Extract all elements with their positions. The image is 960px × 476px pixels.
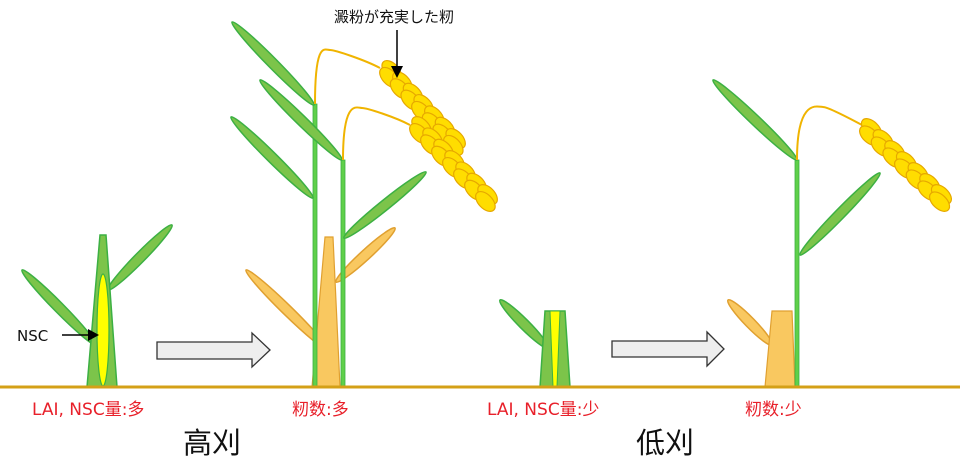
ratoon-stem-1 — [312, 103, 318, 388]
nsc-reserve — [96, 273, 110, 387]
low-cut-stubble-label: LAI, NSC量:少 — [487, 400, 600, 420]
old-leaf-right — [335, 226, 396, 284]
ratoon-leaf — [799, 172, 881, 256]
stubble-leaf-right — [107, 224, 173, 291]
process-arrow-low — [611, 330, 725, 368]
ratoon-stem — [794, 159, 800, 388]
panicle-2-rachis — [342, 106, 411, 161]
old-leaf-left — [726, 298, 774, 347]
ratoon-leaf — [231, 21, 315, 106]
nsc-pointer-arrowhead — [88, 329, 99, 341]
ratoon-stem-2 — [340, 159, 346, 388]
grain-pointer-arrowhead — [391, 66, 403, 78]
grain — [929, 191, 951, 212]
low-cut-title: 低刈 — [636, 426, 695, 460]
old-stubble — [764, 310, 796, 388]
nsc-label: NSC — [17, 327, 49, 345]
low-cut-result-label: 籾数:少 — [745, 400, 802, 420]
high-cut-result-label: 籾数:多 — [292, 400, 349, 420]
panicle-1-rachis — [314, 48, 381, 105]
panicle-3-rachis — [796, 105, 863, 161]
high-cut-title: 高刈 — [183, 426, 242, 460]
ratoon-leaf — [343, 171, 427, 239]
high-cut-stubble-label: LAI, NSC量:多 — [32, 400, 145, 420]
ratoon-leaf — [230, 116, 314, 199]
filled-grain-annotation: 澱粉が充実した籾 — [334, 8, 455, 26]
ratoon-leaf — [712, 79, 798, 161]
grain — [475, 190, 496, 212]
process-arrow-high — [156, 331, 271, 369]
